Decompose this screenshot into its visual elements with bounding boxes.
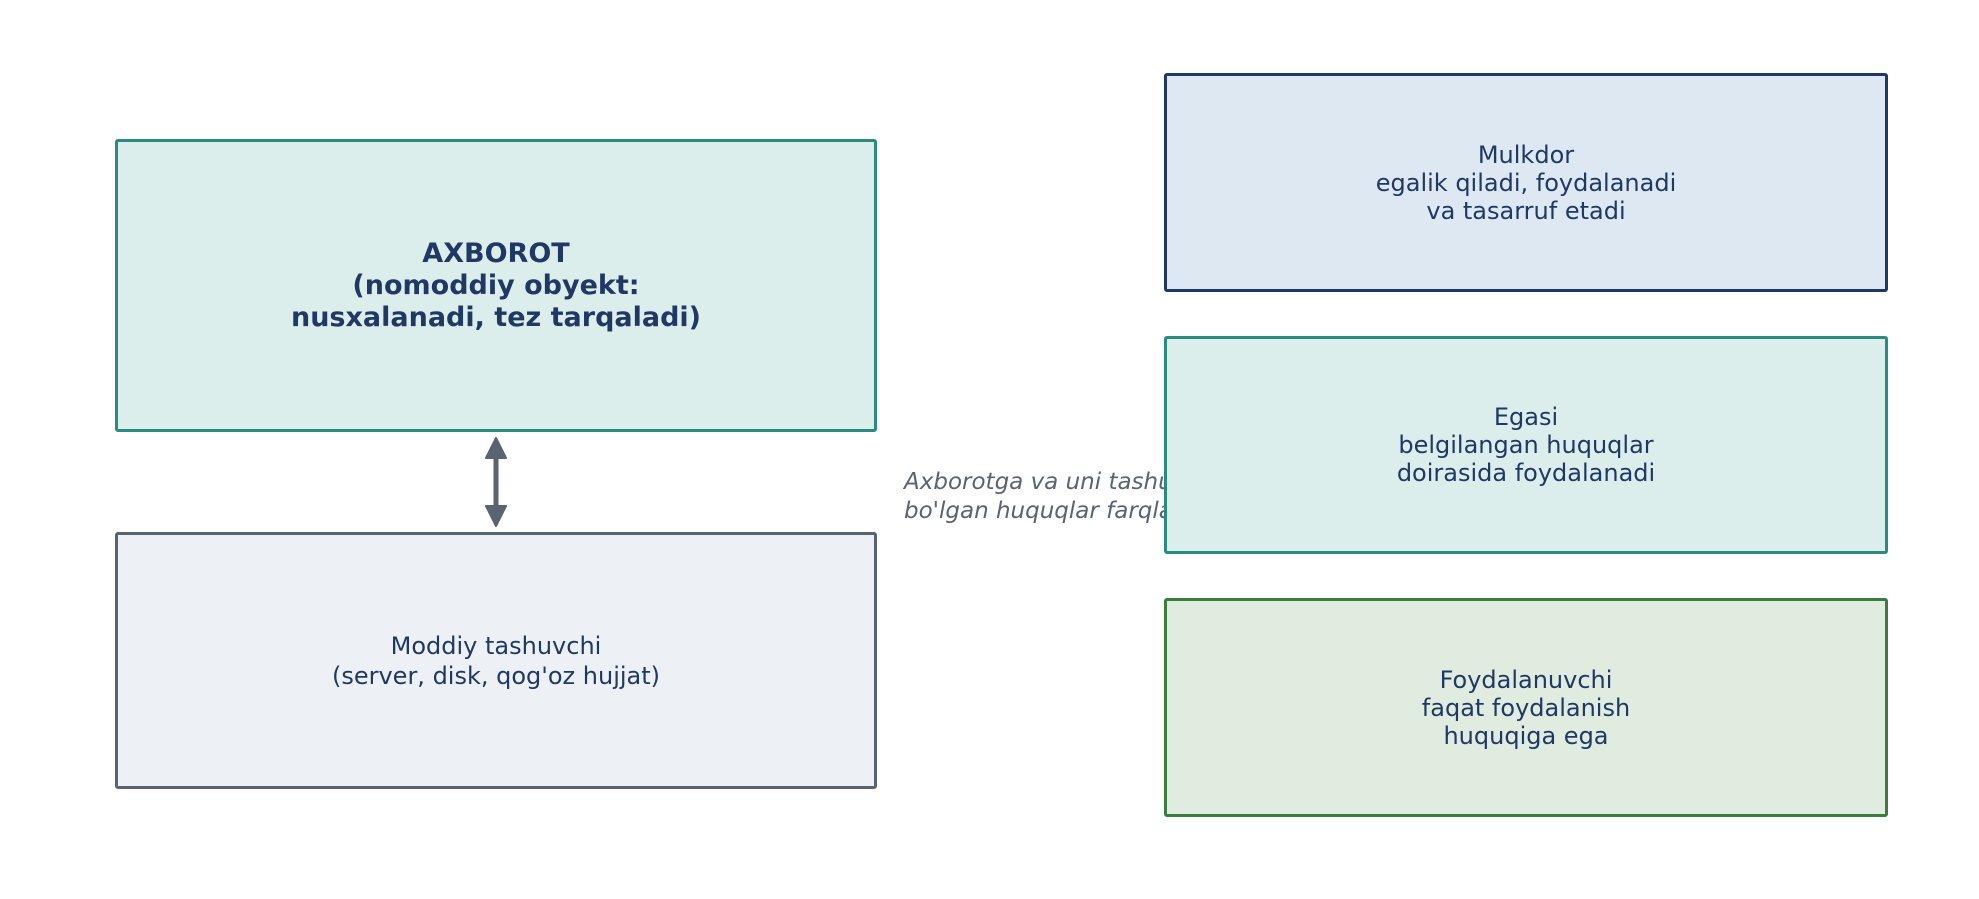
owner-box: Mulkdor egalik qiladi, foydalanadi va ta…	[1164, 73, 1888, 292]
arrow-head-up	[485, 437, 507, 459]
arrow-head-down	[485, 505, 507, 527]
information-box: AXBOROT (nomoddiy obyekt: nusxalanadi, t…	[115, 139, 877, 432]
user-box: Foydalanuvchi faqat foydalanish huquqiga…	[1164, 598, 1888, 817]
user-label: Foydalanuvchi faqat foydalanish huquqiga…	[1421, 665, 1631, 750]
material-carrier-label: Moddiy tashuvchi (server, disk, qog'oz h…	[331, 631, 661, 690]
possessor-box: Egasi belgilangan huquqlar doirasida foy…	[1164, 336, 1888, 554]
information-box-label: AXBOROT (nomoddiy obyekt: nusxalanadi, t…	[290, 237, 702, 333]
possessor-label: Egasi belgilangan huquqlar doirasida foy…	[1396, 403, 1656, 487]
material-carrier-box: Moddiy tashuvchi (server, disk, qog'oz h…	[115, 532, 877, 789]
owner-label: Mulkdor egalik qiladi, foydalanadi va ta…	[1375, 140, 1677, 225]
